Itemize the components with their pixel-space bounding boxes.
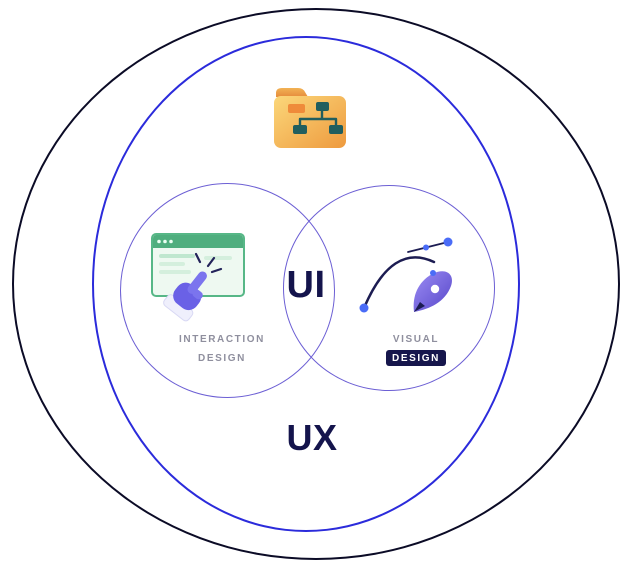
visual-label-line1: VISUAL <box>386 331 446 347</box>
interaction-label-line2: DESIGN <box>192 350 252 366</box>
visual-design-label: VISUAL DESIGN <box>351 329 481 366</box>
visual-label-line2: DESIGN <box>386 350 446 366</box>
ux-heading: UX <box>286 417 338 458</box>
sitemap-folder-icon <box>274 88 346 148</box>
interaction-design-label: INTERACTION DESIGN <box>157 329 287 366</box>
browser-click-hand-icon <box>151 233 245 322</box>
visual-design-circle <box>283 185 495 391</box>
ux-circle <box>92 36 520 532</box>
outer-boundary-circle <box>12 8 620 560</box>
interaction-label-line1: INTERACTION <box>173 331 271 347</box>
ui-heading: UI <box>286 264 326 306</box>
pen-tool-icon <box>359 237 453 313</box>
